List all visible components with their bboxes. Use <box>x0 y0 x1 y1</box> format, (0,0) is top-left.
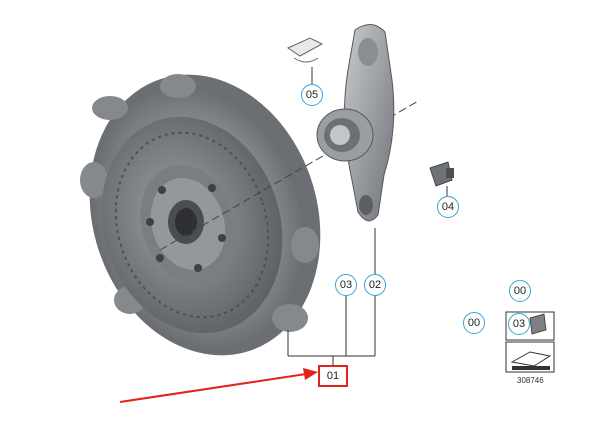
detail-symbol-box <box>505 341 555 373</box>
callout-release-fork[interactable]: 02 <box>364 274 386 296</box>
callout-bolt[interactable]: 04 <box>437 196 459 218</box>
leader-lines <box>287 67 448 366</box>
callout-misc-2[interactable]: 00 <box>463 312 485 334</box>
callout-clip[interactable]: 05 <box>301 84 323 106</box>
guide-bolt <box>429 161 454 187</box>
callout-misc-1[interactable]: 00 <box>509 280 531 302</box>
callout-clutch-kit-highlighted[interactable]: 01 <box>318 365 348 387</box>
diagram-reference-number: 308746 <box>517 376 544 385</box>
callout-release-bearing[interactable]: 03 <box>335 274 357 296</box>
highlight-arrow <box>119 368 318 403</box>
callout-bolt-box[interactable]: 03 <box>508 313 530 335</box>
clutch-disc <box>101 116 283 334</box>
axis-line <box>159 99 421 251</box>
retaining-clip <box>286 37 324 63</box>
release-bearing <box>316 108 374 162</box>
